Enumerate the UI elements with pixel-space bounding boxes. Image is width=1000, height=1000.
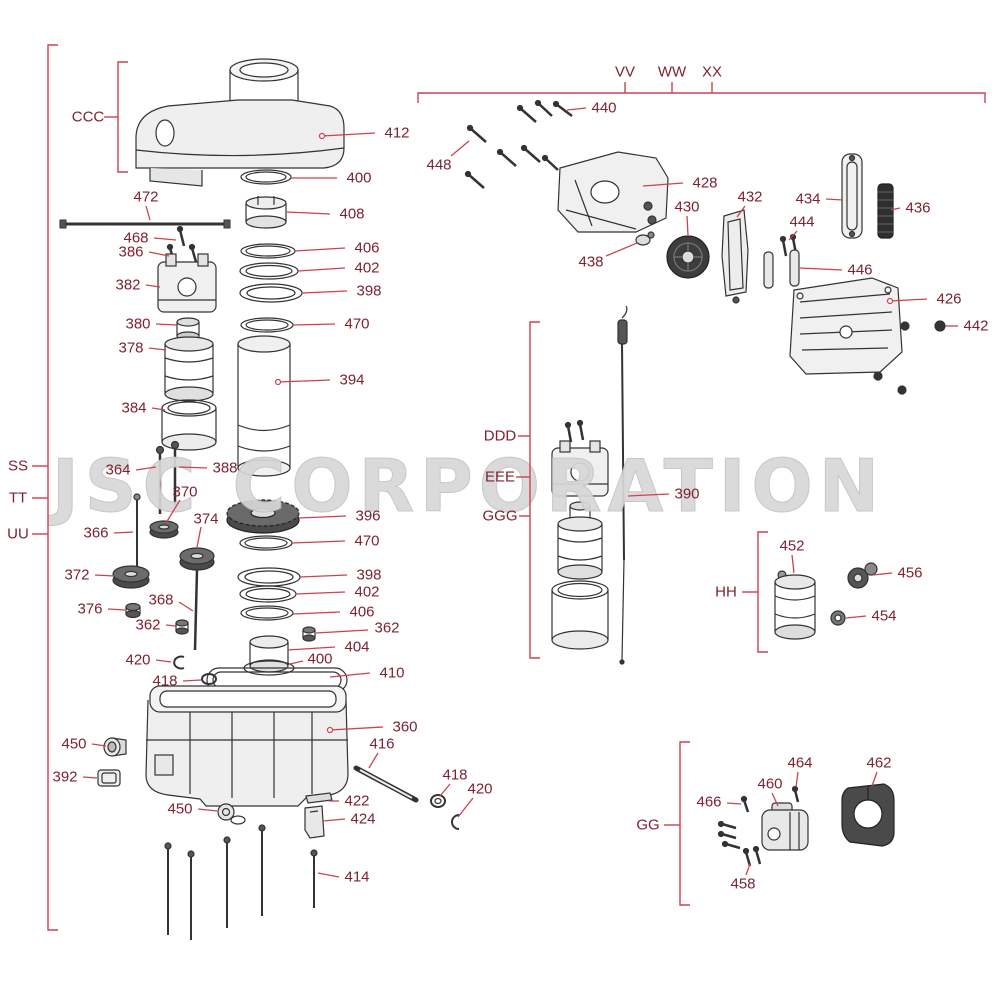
part-steering-housing-group	[464, 99, 946, 395]
part-bottom-hardware	[97, 737, 460, 940]
part-base-housing-360	[145, 685, 349, 807]
part-cable-and-motor-group	[551, 305, 628, 665]
part-gear-396	[226, 499, 300, 534]
part-hh-group	[774, 562, 878, 640]
part-rod-472	[59, 219, 231, 229]
watermark-text: JSC CORPORATION	[52, 444, 885, 529]
part-column-394	[237, 335, 291, 477]
part-oring-stack-upper	[239, 169, 303, 333]
part-head-cover-412	[135, 58, 345, 187]
part-oring-stack-lower	[237, 535, 301, 676]
part-gear-train	[112, 440, 316, 685]
part-gg-group	[717, 783, 895, 867]
part-motor-subassembly-left	[157, 225, 217, 451]
